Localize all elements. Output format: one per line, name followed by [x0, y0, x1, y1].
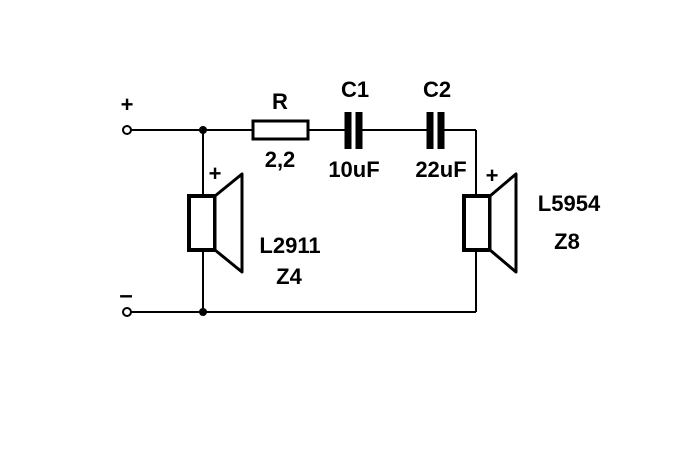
capacitor2-symbol: [426, 112, 445, 149]
positive-terminal-label: +: [121, 92, 134, 117]
junction-dot-bottom: [199, 308, 207, 316]
junction-dot-top: [199, 126, 207, 134]
capacitor2-value: 22uF: [415, 157, 466, 182]
speaker1-model: L2911: [259, 233, 320, 258]
speaker2-symbol: [462, 172, 518, 274]
capacitor1-name: C1: [341, 77, 369, 102]
negative-terminal-label: –: [119, 282, 132, 309]
speaker2-model: L5954: [538, 191, 601, 216]
resistor-value: 2,2: [265, 147, 296, 172]
capacitor1-value: 10uF: [328, 157, 379, 182]
capacitor1-symbol: [344, 112, 363, 149]
resistor-symbol: [251, 119, 310, 141]
speaker1-symbol: [187, 172, 244, 274]
positive-terminal: [122, 125, 132, 135]
negative-terminal: [122, 307, 132, 317]
speaker2-impedance: Z8: [554, 229, 580, 254]
speaker1-impedance: Z4: [276, 264, 302, 289]
resistor-name: R: [272, 89, 288, 114]
speaker1-polarity: +: [209, 161, 222, 186]
capacitor2-name: C2: [423, 77, 451, 102]
speaker2-polarity: +: [486, 163, 499, 188]
